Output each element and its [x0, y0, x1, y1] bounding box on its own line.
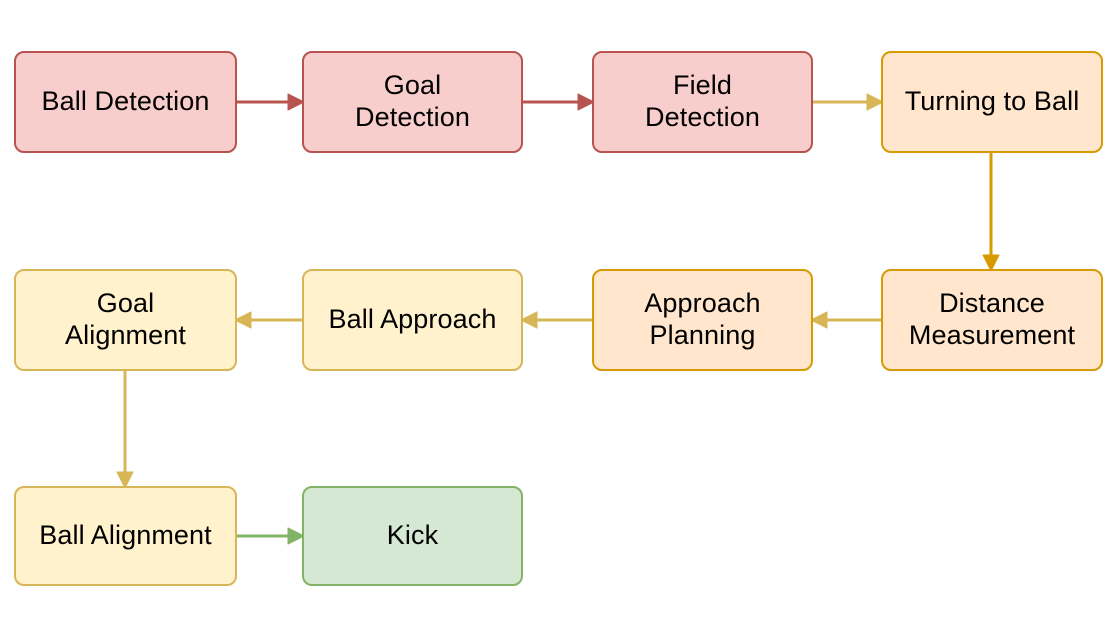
- node-ball-alignment[interactable]: Ball Alignment: [14, 486, 237, 586]
- node-label: Approach Planning: [644, 288, 761, 350]
- node-field-detection[interactable]: Field Detection: [592, 51, 813, 153]
- edge-approach-planning-to-ball-approach: [520, 311, 592, 329]
- node-ball-approach[interactable]: Ball Approach: [302, 269, 523, 371]
- node-goal-alignment[interactable]: Goal Alignment: [14, 269, 237, 371]
- node-approach-planning[interactable]: Approach Planning: [592, 269, 813, 371]
- edge-goal-alignment-to-ball-alignment: [116, 371, 134, 489]
- node-distance-measurement[interactable]: Distance Measurement: [881, 269, 1103, 371]
- node-label: Turning to Ball: [904, 86, 1080, 117]
- node-kick[interactable]: Kick: [302, 486, 523, 586]
- node-turning-to-ball[interactable]: Turning to Ball: [881, 51, 1103, 153]
- arrowhead-icon: [520, 311, 538, 329]
- edge-ball-approach-to-goal-alignment: [234, 311, 302, 329]
- edge-distance-measurement-to-approach-planning: [810, 311, 881, 329]
- arrowhead-icon: [234, 311, 252, 329]
- node-ball-detection[interactable]: Ball Detection: [14, 51, 237, 153]
- node-goal-detection[interactable]: Goal Detection: [302, 51, 523, 153]
- edge-ball-detection-to-goal-detection: [237, 93, 305, 111]
- arrowhead-icon: [810, 311, 828, 329]
- edge-ball-alignment-to-kick: [237, 527, 305, 545]
- node-label: Ball Alignment: [39, 520, 212, 551]
- node-label: Ball Detection: [41, 86, 210, 117]
- node-label: Kick: [386, 520, 439, 551]
- edge-turning-to-ball-to-distance-measurement: [982, 153, 1000, 272]
- node-label: Field Detection: [645, 70, 760, 132]
- node-label: Goal Alignment: [65, 288, 186, 350]
- node-label: Ball Approach: [328, 304, 497, 335]
- node-label: Distance Measurement: [908, 288, 1076, 350]
- edge-goal-detection-to-field-detection: [523, 93, 595, 111]
- node-label: Goal Detection: [355, 70, 470, 132]
- edge-field-detection-to-turning-to-ball: [813, 93, 884, 111]
